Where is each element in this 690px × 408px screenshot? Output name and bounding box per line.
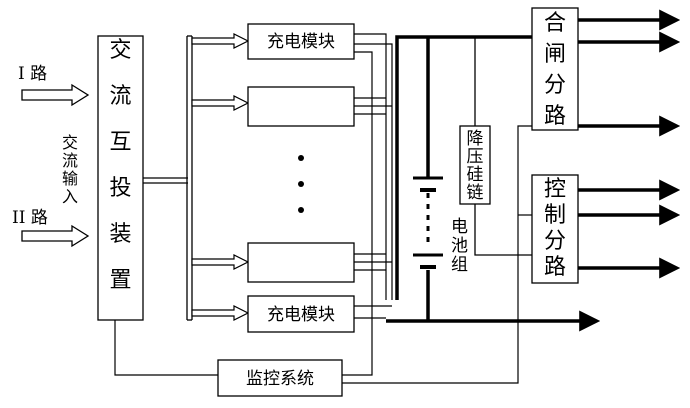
ac-input-char-4: 入 — [62, 187, 78, 206]
ats-char-1: 交 — [109, 38, 131, 63]
input-arrow-2 — [21, 224, 90, 248]
charger-module-3 — [247, 242, 355, 283]
control-char-1: 控 — [544, 177, 566, 202]
dropper-char-1: 降 — [467, 129, 484, 149]
control-output-arrows — [578, 179, 681, 279]
closing-branch-box — [531, 7, 579, 131]
battery-char-3: 组 — [451, 255, 468, 275]
ats-char-5: 装 — [109, 222, 131, 247]
ellipsis-dots — [298, 155, 304, 213]
branch-arrow-2 — [191, 95, 250, 111]
branch-arrow-1 — [191, 33, 250, 49]
input-line-2-label: II 路 — [12, 208, 48, 228]
battery-char-2: 池 — [451, 236, 468, 256]
input-arrow-1 — [21, 83, 90, 107]
dropper-char-2: 压 — [467, 147, 484, 167]
dc-bus-positive — [395, 35, 532, 300]
closing-branch-label: 合 闸 分 路 — [544, 11, 566, 129]
charger-module-top — [247, 23, 355, 60]
ats-output-line — [143, 177, 188, 184]
control-branch-label: 控 制 分 路 — [544, 177, 566, 280]
control-branch-box — [531, 174, 579, 284]
ats-label: 交 流 互 投 装 置 — [109, 38, 131, 293]
charger-module-top-label: 充电模块 — [267, 32, 335, 52]
ats-box — [97, 35, 144, 321]
dropper-char-3: 硅 — [467, 165, 484, 185]
charger-output-wires — [342, 33, 393, 376]
closing-output-arrows — [578, 9, 681, 137]
control-char-4: 路 — [544, 255, 566, 280]
ats-char-2: 流 — [109, 84, 131, 109]
ac-input-char-1: 交 — [62, 133, 78, 152]
ac-input-char-3: 输 — [62, 169, 78, 188]
charger-module-bottom — [247, 295, 355, 333]
closing-char-2: 闸 — [544, 42, 566, 67]
closing-char-3: 分 — [544, 73, 566, 98]
closing-char-4: 路 — [544, 104, 566, 129]
dropper-output-wire — [474, 204, 532, 256]
branch-arrows — [191, 33, 250, 321]
battery-char-1: 电 — [451, 217, 468, 237]
battery-label: 电 池 组 — [451, 217, 468, 275]
charger-module-2 — [247, 86, 355, 127]
control-char-2: 制 — [544, 203, 566, 228]
branch-arrow-3 — [191, 254, 250, 270]
ats-char-4: 投 — [109, 176, 131, 201]
ac-input-label: 交 流 输 入 — [62, 133, 78, 206]
ac-input-char-2: 流 — [62, 151, 78, 170]
battery-bank — [413, 37, 443, 321]
ats-char-3: 互 — [109, 130, 131, 155]
charger-module-bottom-label: 充电模块 — [267, 305, 335, 325]
ats-char-6: 置 — [109, 268, 131, 293]
dropper-char-4: 链 — [467, 183, 484, 203]
monitor-system-label: 监控系统 — [246, 369, 314, 389]
control-char-3: 分 — [544, 229, 566, 254]
branch-arrow-4 — [191, 305, 250, 321]
monitor-system-box — [217, 359, 343, 397]
input-line-1-label: I 路 — [18, 64, 47, 84]
closing-char-1: 合 — [544, 11, 566, 36]
dropper-label: 降 压 硅 链 — [467, 129, 484, 203]
ac-distribution-bus — [186, 35, 193, 321]
monitor-signal-wires — [114, 125, 532, 384]
